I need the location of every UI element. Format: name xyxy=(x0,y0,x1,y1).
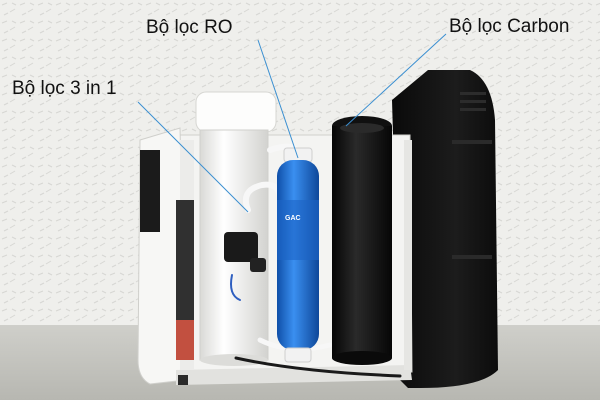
inner-frame xyxy=(176,140,412,370)
ro-cartridge-brand: GAC xyxy=(285,215,301,222)
ro-pointer-line xyxy=(257,39,299,159)
carbon-filter-cartridge xyxy=(332,116,392,365)
three-in-one-filter-label: Bộ lọc 3 in 1 xyxy=(12,78,117,99)
valve-block xyxy=(224,232,266,272)
ro-filter-cartridge: GAC xyxy=(277,147,319,363)
carbon-filter-label: Bộ lọc Carbon xyxy=(449,16,570,37)
carbon-pointer-line xyxy=(345,33,447,127)
ro-filter-label: Bộ lọc RO xyxy=(146,17,233,38)
black-side-case xyxy=(392,70,498,388)
three-in-one-filter xyxy=(195,91,277,366)
three-in-one-pointer-line xyxy=(137,101,249,213)
pointer-lines xyxy=(137,33,447,213)
